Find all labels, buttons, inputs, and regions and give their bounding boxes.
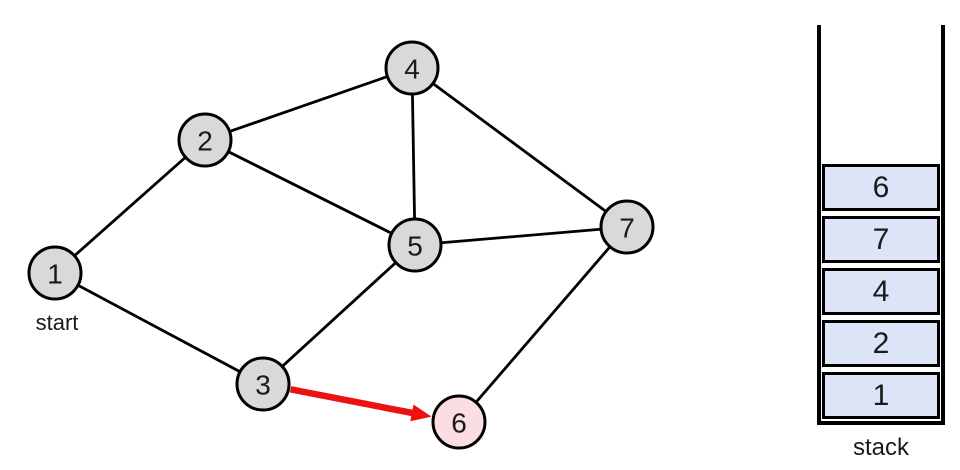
graph-node-label-3: 3 <box>255 370 271 401</box>
graph-node-6 <box>431 394 487 450</box>
edge-6-7 <box>457 226 629 423</box>
graph-node-label-6: 6 <box>451 408 467 439</box>
graph-node-label-5: 5 <box>407 231 423 262</box>
stack-item: 4 <box>822 268 940 315</box>
start-label: start <box>36 310 79 335</box>
graph-node-label-1: 1 <box>47 259 63 290</box>
edge-4-5 <box>410 67 417 246</box>
graph-node-3 <box>235 356 291 412</box>
edge-1-2 <box>54 138 206 275</box>
stack-item-top: 6 <box>822 164 940 211</box>
graph-node-7 <box>599 199 655 255</box>
stack-item: 2 <box>822 320 940 367</box>
graph-node-4 <box>384 40 440 96</box>
graph-node-1 <box>27 245 83 301</box>
edge-2-4 <box>204 66 413 142</box>
edge-4-7 <box>411 66 628 229</box>
active-edge-arrowhead <box>410 404 432 422</box>
stack-label: stack <box>852 434 909 461</box>
edge-1-3 <box>54 271 264 386</box>
stack-item-bottom: 1 <box>822 372 940 419</box>
graph-node-5 <box>387 217 443 273</box>
graph-node-2 <box>177 112 233 168</box>
graph-node-label-7: 7 <box>619 213 635 244</box>
stack-item: 7 <box>822 216 940 263</box>
graph-node-label-4: 4 <box>404 54 420 85</box>
edge-2-5 <box>204 138 416 247</box>
active-edge-3-6 <box>289 386 417 417</box>
stack-container: 6 7 4 2 1 <box>817 25 945 425</box>
edge-3-5 <box>262 243 416 386</box>
graph-node-label-2: 2 <box>197 126 213 157</box>
edge-5-7 <box>414 225 628 247</box>
